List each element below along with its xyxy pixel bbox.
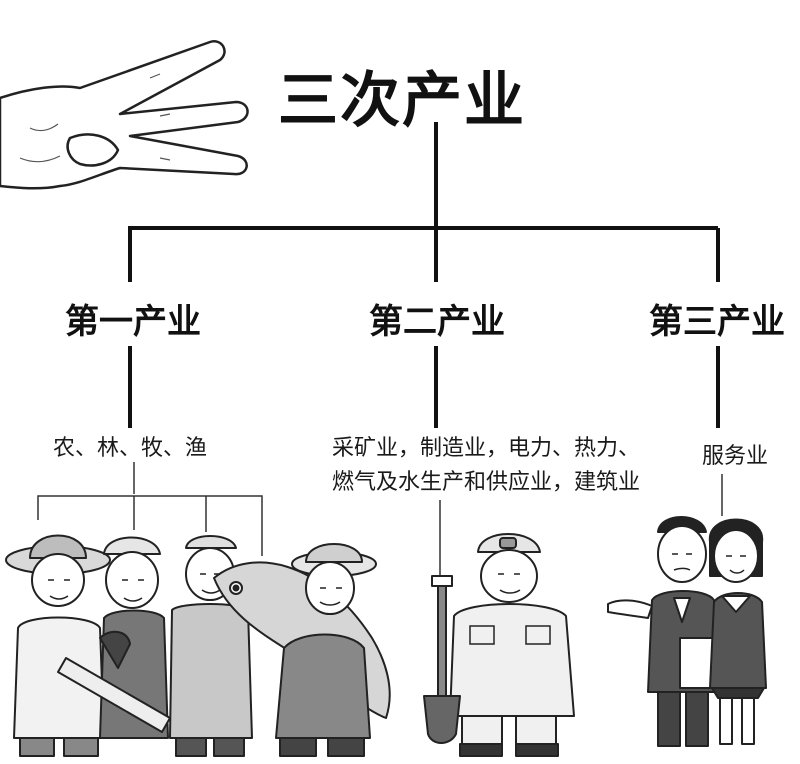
secondary-examples-line-2: 燃气及水生产和供应业，建筑业 bbox=[331, 470, 640, 495]
tertiary-examples: 服务业 bbox=[701, 444, 768, 469]
three-fingers-hand-icon bbox=[0, 40, 249, 190]
secondary-examples-line-1: 采矿业，制造业，电力、热力、 bbox=[331, 436, 640, 461]
miner-with-shovel-illustration bbox=[423, 533, 575, 757]
category-secondary-label: 第二产业 bbox=[369, 302, 505, 342]
service-staff-illustration bbox=[607, 516, 767, 747]
secondary-examples: 采矿业，制造业，电力、热力、 燃气及水生产和供应业，建筑业 bbox=[296, 432, 676, 500]
diagram-title: 三次产业 bbox=[278, 66, 526, 136]
category-tertiary-label: 第三产业 bbox=[649, 302, 785, 342]
farmer-forester-herder-fisher-illustration bbox=[5, 534, 391, 757]
category-primary-label: 第一产业 bbox=[65, 302, 201, 342]
primary-split-bar bbox=[37, 495, 263, 556]
primary-examples: 农、林、牧、渔 bbox=[52, 436, 207, 461]
